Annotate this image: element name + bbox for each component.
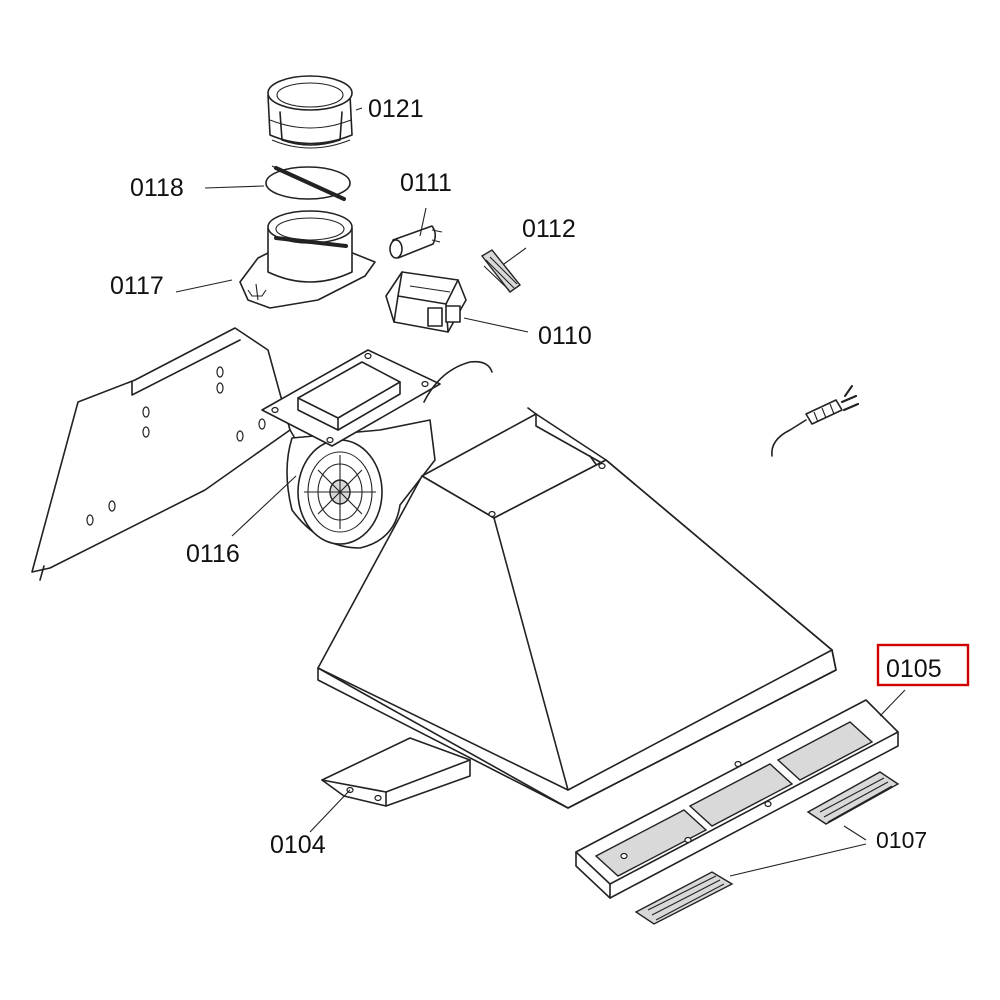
part-0105-filter-frame[interactable]: [575, 699, 899, 899]
label-0118: 0118: [130, 174, 184, 202]
part-power-cord[interactable]: [771, 385, 860, 457]
part-0116-blower-motor[interactable]: [261, 349, 493, 549]
label-0110: 0110: [538, 322, 592, 350]
label-0104: 0104: [270, 831, 326, 859]
highlight-box-0105[interactable]: 0105: [876, 643, 970, 687]
label-0107: 0107: [876, 827, 927, 853]
label-0111: 0111: [400, 169, 452, 197]
part-0121-duct-collar[interactable]: [267, 75, 353, 149]
part-0118-damper-flap[interactable]: [265, 165, 351, 201]
part-0112-carbon-filter[interactable]: [480, 249, 522, 293]
part-0117-fan-adapter[interactable]: [239, 210, 376, 309]
label-0116: 0116: [186, 540, 240, 568]
leader-lines: [175, 107, 906, 877]
part-hood-canopy[interactable]: [317, 407, 837, 809]
label-0112: 0112: [522, 215, 576, 243]
part-side-bracket[interactable]: [31, 327, 297, 581]
part-0111-capacitor[interactable]: [389, 225, 443, 259]
part-0107-grease-filters[interactable]: [634, 771, 900, 925]
label-0121: 0121: [368, 95, 424, 123]
part-0110-terminal-block[interactable]: [385, 271, 467, 333]
label-0105: 0105: [886, 655, 942, 683]
label-0117: 0117: [110, 272, 164, 300]
